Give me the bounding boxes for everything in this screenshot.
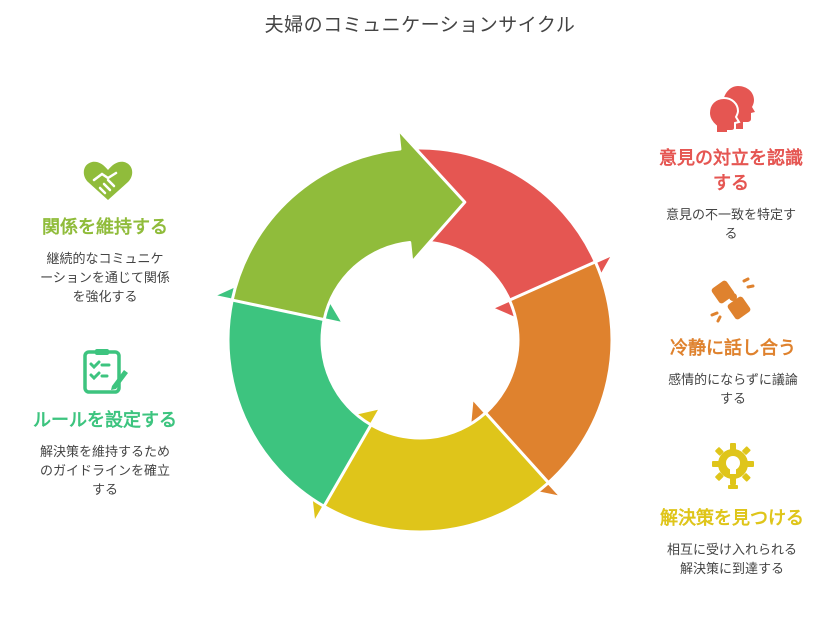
- step-title-maintain: 関係を維持する: [42, 217, 168, 238]
- checklist-icon: [83, 349, 128, 394]
- step-title-solve: 解決策を見つける: [660, 508, 804, 529]
- step-calm: 冷静に話し合う 感情的にならずに議論する: [650, 336, 816, 409]
- two-heads-icon: [708, 86, 755, 132]
- lightbulb-gear-icon: [712, 443, 754, 489]
- heart-handshake-icon: [83, 161, 133, 200]
- step-desc-calm: 感情的にならずに議論する: [668, 373, 798, 407]
- step-rules: ルールを設定する 解決策を維持するためのガイドラインを確立する: [30, 408, 180, 500]
- step-maintain: 関係を維持する 継続的なコミュニケーションを通じて関係を強化する: [30, 215, 180, 307]
- step-desc-solve: 相互に受け入れられる解決策に到達する: [666, 543, 797, 577]
- step-title-rules: ルールを設定する: [33, 410, 177, 431]
- step-desc-recognize: 意見の不一致を特定する: [665, 208, 796, 242]
- step-recognize: 意見の対立を認識する 意見の不一致を特定する: [656, 146, 806, 244]
- cycle-segment-maintain: [230, 127, 467, 322]
- diagram-title: 夫婦のコミュニケーションサイクル: [264, 14, 576, 36]
- handshake-puzzle-icon: [710, 277, 755, 323]
- step-desc-maintain: 継続的なコミュニケーションを通じて関係を強化する: [40, 252, 170, 305]
- step-title-calm: 冷静に話し合う: [670, 338, 796, 359]
- step-desc-rules: 解決策を維持するためのガイドラインを確立する: [39, 445, 170, 498]
- step-solve: 解決策を見つける 相互に受け入れられる解決策に到達する: [656, 506, 808, 579]
- step-title-recognize: 意見の対立を認識する: [659, 148, 803, 194]
